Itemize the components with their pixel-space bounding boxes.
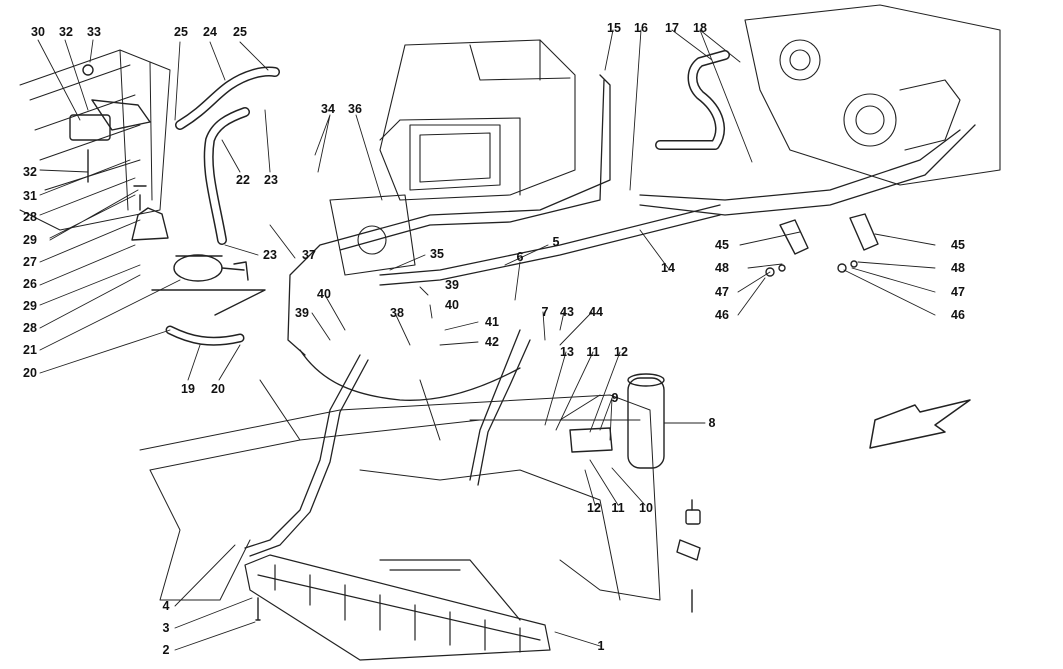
callout-48: 48 bbox=[951, 260, 965, 275]
callout-29: 29 bbox=[23, 298, 37, 313]
leader-lines bbox=[37, 29, 936, 651]
callout-7: 7 bbox=[541, 304, 549, 319]
callout-4: 4 bbox=[162, 598, 170, 613]
callout-6: 6 bbox=[516, 249, 524, 264]
callout-23: 23 bbox=[264, 172, 278, 187]
direction-arrow-drawing bbox=[869, 399, 971, 449]
callout-12: 12 bbox=[587, 500, 601, 515]
hose-17-drawing bbox=[655, 50, 730, 150]
callout-24: 24 bbox=[203, 24, 217, 39]
callout-17: 17 bbox=[665, 20, 679, 35]
callout-46: 46 bbox=[951, 307, 965, 322]
callout-43: 43 bbox=[560, 304, 574, 319]
callout-31: 31 bbox=[23, 188, 37, 203]
callout-14: 14 bbox=[661, 260, 675, 275]
callout-5: 5 bbox=[552, 234, 560, 249]
callout-25: 25 bbox=[174, 24, 188, 39]
rear-frame-drawing bbox=[19, 49, 171, 231]
callout-33: 33 bbox=[87, 24, 101, 39]
callout-39: 39 bbox=[445, 277, 459, 292]
callout-29: 29 bbox=[23, 232, 37, 247]
callout-10: 10 bbox=[639, 500, 653, 515]
receiver-drier-drawing bbox=[569, 373, 665, 469]
callout-32: 32 bbox=[59, 24, 73, 39]
callout-28: 28 bbox=[23, 320, 37, 335]
callout-8: 8 bbox=[708, 415, 716, 430]
callout-28: 28 bbox=[23, 209, 37, 224]
callout-16: 16 bbox=[634, 20, 648, 35]
callout-11: 11 bbox=[586, 344, 600, 359]
callout-32: 32 bbox=[23, 164, 37, 179]
callout-20: 20 bbox=[211, 381, 225, 396]
callout-34: 34 bbox=[321, 101, 335, 116]
callout-15: 15 bbox=[607, 20, 621, 35]
callout-44: 44 bbox=[589, 304, 603, 319]
callout-47: 47 bbox=[715, 284, 729, 299]
bolt-drawing bbox=[255, 499, 701, 621]
callout-12: 12 bbox=[614, 344, 628, 359]
callout-2: 2 bbox=[162, 642, 170, 657]
callout-35: 35 bbox=[430, 246, 444, 261]
hvac-unit-drawing bbox=[329, 39, 576, 276]
callout-20: 20 bbox=[23, 365, 37, 380]
callout-36: 36 bbox=[348, 101, 362, 116]
callout-40: 40 bbox=[317, 286, 331, 301]
callout-3: 3 bbox=[162, 620, 170, 635]
callout-18: 18 bbox=[693, 20, 707, 35]
callout-41: 41 bbox=[485, 314, 499, 329]
callout-30: 30 bbox=[31, 24, 45, 39]
callout-25: 25 bbox=[233, 24, 247, 39]
refrigerant-pipe-drawing bbox=[244, 74, 976, 557]
callout-13: 13 bbox=[560, 344, 574, 359]
callout-1: 1 bbox=[597, 638, 605, 653]
callout-40: 40 bbox=[445, 297, 459, 312]
callout-9: 9 bbox=[611, 390, 619, 405]
callout-46: 46 bbox=[715, 307, 729, 322]
callout-26: 26 bbox=[23, 276, 37, 291]
callout-42: 42 bbox=[485, 334, 499, 349]
water-valve-drawing bbox=[69, 64, 266, 316]
compressor-drawing bbox=[744, 4, 1001, 186]
hose-drawing bbox=[165, 66, 280, 346]
callout-45: 45 bbox=[951, 237, 965, 252]
chassis-frame-drawing bbox=[139, 379, 661, 601]
callout-37: 37 bbox=[302, 247, 316, 262]
callout-39: 39 bbox=[295, 305, 309, 320]
callout-38: 38 bbox=[390, 305, 404, 320]
callout-27: 27 bbox=[23, 254, 37, 269]
callout-21: 21 bbox=[23, 342, 37, 357]
callout-22: 22 bbox=[236, 172, 250, 187]
callout-19: 19 bbox=[181, 381, 195, 396]
bracket-drawing bbox=[765, 213, 879, 277]
callout-23: 23 bbox=[263, 247, 277, 262]
callout-48: 48 bbox=[715, 260, 729, 275]
callout-45: 45 bbox=[715, 237, 729, 252]
condenser-drawing bbox=[244, 554, 551, 661]
callout-11: 11 bbox=[611, 500, 625, 515]
callout-47: 47 bbox=[951, 284, 965, 299]
